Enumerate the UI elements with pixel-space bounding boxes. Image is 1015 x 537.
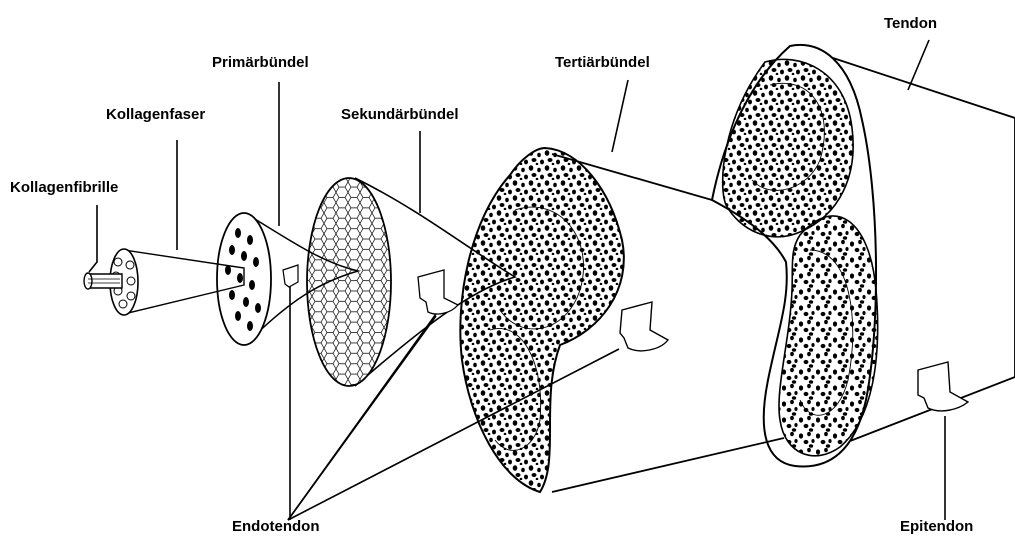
- label-kollagenfibrille: Kollagenfibrille: [10, 180, 118, 195]
- endotendon-flap-secondary: [418, 270, 458, 314]
- collagen-fibril: [84, 273, 122, 289]
- label-tendon: Tendon: [884, 16, 937, 31]
- tendon-cylinder: [712, 45, 1015, 467]
- epitendon-flap: [918, 362, 968, 411]
- label-endotendon: Endotendon: [232, 519, 319, 534]
- tendon-fascicle-lower: [779, 216, 878, 456]
- endotendon-flap-primary: [283, 265, 298, 287]
- label-sekundaerbuendel: Sekundärbündel: [341, 107, 459, 122]
- label-epitendon: Epitendon: [900, 519, 973, 534]
- label-kollagenfaser: Kollagenfaser: [106, 107, 205, 122]
- label-tertiaerbuendel: Tertiärbündel: [555, 55, 650, 70]
- tertiary-cross-section: [460, 148, 624, 492]
- label-primaerbuendel: Primärbündel: [212, 55, 309, 70]
- endotendon-flap-tertiary: [620, 302, 668, 351]
